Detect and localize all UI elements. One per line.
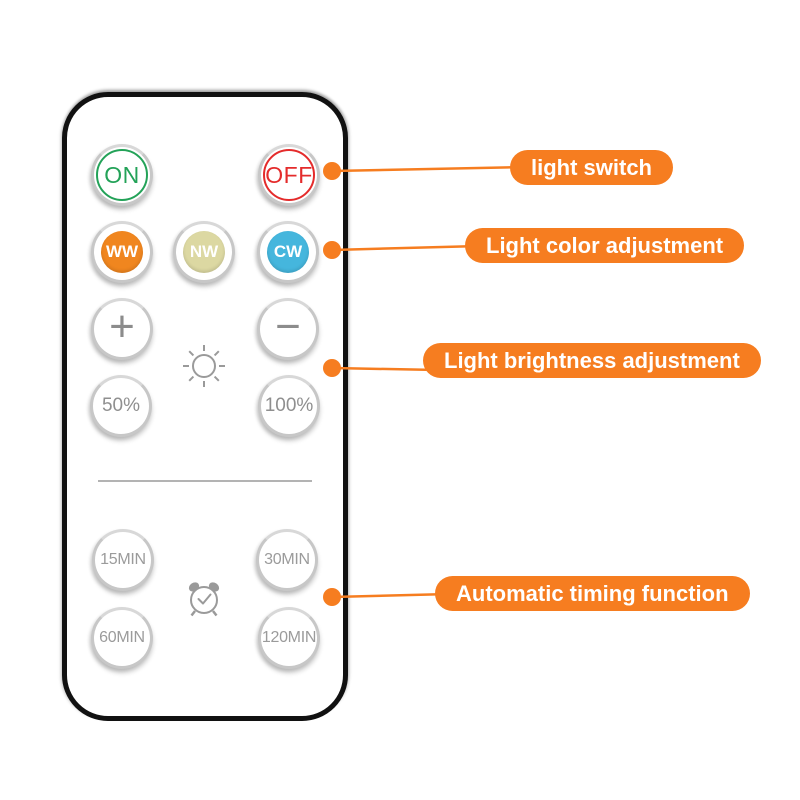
cool-white-button[interactable]: CW — [257, 221, 319, 283]
warm-white-button-label: WW — [101, 231, 143, 273]
timer-30min-button[interactable]: 30MIN — [256, 529, 318, 591]
on-button[interactable]: ON — [91, 144, 153, 206]
brightness-down-button[interactable]: − — [257, 298, 319, 360]
cool-white-button-label: CW — [267, 231, 309, 273]
callout-light-brightness-adjustment: Light brightness adjustment — [423, 343, 761, 378]
timer-120min-button[interactable]: 120MIN — [258, 607, 320, 669]
remote-control: ON OFF WW NW CW + − — [62, 92, 348, 721]
off-button-label: OFF — [265, 161, 313, 188]
brightness-up-button[interactable]: + — [91, 298, 153, 360]
timer-60min-button[interactable]: 60MIN — [91, 607, 153, 669]
timer-15min-button[interactable]: 15MIN — [92, 529, 154, 591]
brightness-up-label: + — [109, 302, 135, 351]
brightness-down-label: − — [275, 302, 301, 351]
sun-icon — [181, 343, 227, 394]
on-button-label: ON — [104, 161, 140, 188]
timer-30min-label: 30MIN — [264, 551, 310, 568]
natural-white-button[interactable]: NW — [173, 221, 235, 283]
callout-light-switch: light switch — [510, 150, 673, 185]
alarm-clock-icon — [182, 576, 226, 625]
natural-white-button-label: NW — [183, 231, 225, 273]
on-button-ring: ON — [96, 149, 148, 201]
brightness-100-button[interactable]: 100% — [258, 375, 320, 437]
section-divider — [98, 480, 312, 482]
callout-connector-line — [331, 244, 481, 252]
callout-light-color-adjustment: Light color adjustment — [465, 228, 745, 263]
callout-connector-line — [331, 592, 451, 599]
callout-automatic-timing-function: Automatic timing function — [435, 576, 750, 611]
brightness-100-label: 100% — [264, 395, 314, 416]
warm-white-button[interactable]: WW — [91, 221, 153, 283]
brightness-50-label: 50% — [101, 395, 141, 416]
timer-60min-label: 60MIN — [99, 629, 145, 646]
timer-120min-label: 120MIN — [261, 629, 317, 646]
brightness-50-button[interactable]: 50% — [90, 375, 152, 437]
off-button[interactable]: OFF — [258, 144, 320, 206]
timer-15min-label: 15MIN — [100, 551, 146, 568]
callout-connector-line — [331, 165, 526, 173]
off-button-ring: OFF — [263, 149, 315, 201]
